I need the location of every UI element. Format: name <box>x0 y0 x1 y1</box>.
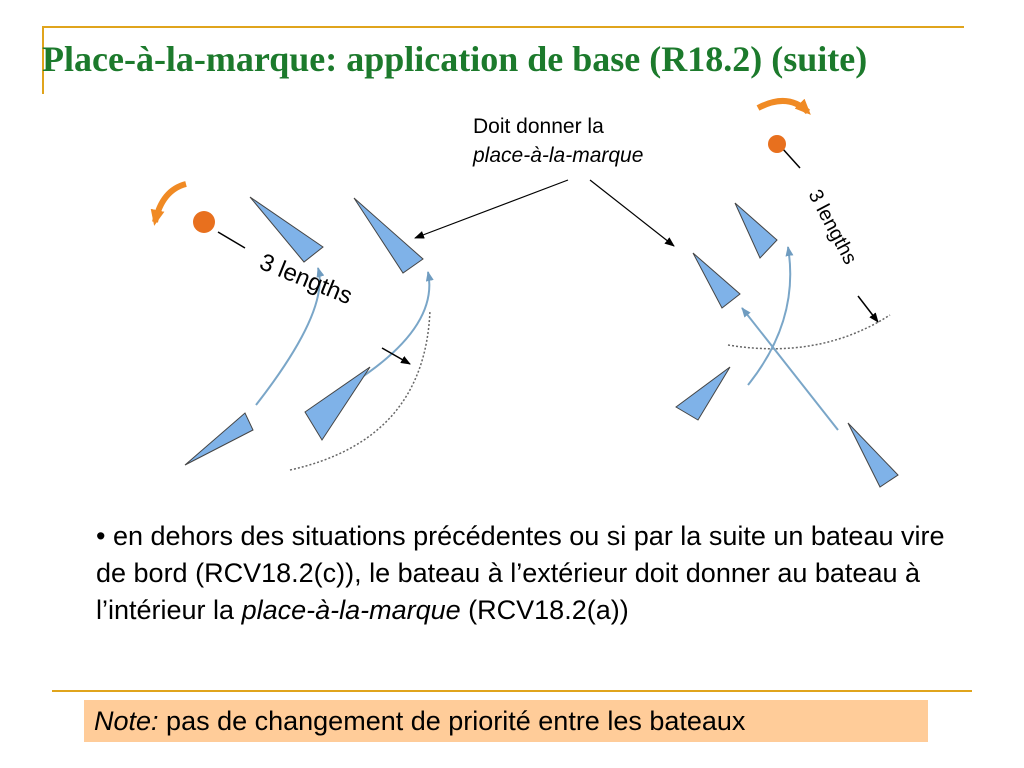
callout-line-1: Doit donner la <box>473 115 604 138</box>
left-rule <box>42 26 44 94</box>
bullet-start: • en dehors des situations précédentes o… <box>96 521 945 625</box>
top-rule <box>42 26 964 28</box>
bullet-italic: place-à-la-marque <box>241 595 461 625</box>
boat-icon <box>692 252 741 309</box>
note-text: pas de changement de priorité entre les … <box>158 706 746 736</box>
boat-icon <box>304 366 371 441</box>
mark-buoy-icon <box>193 211 215 233</box>
boat-icon <box>675 366 731 421</box>
boat-icon <box>249 196 324 263</box>
zone-arc <box>289 309 431 471</box>
callout-pointer <box>414 179 569 239</box>
zone-arc <box>727 314 891 350</box>
boat-track <box>741 307 839 431</box>
boat-track <box>747 246 794 386</box>
boat-icon <box>353 197 424 274</box>
boat-icon <box>847 422 899 488</box>
callout-pointer <box>589 179 675 247</box>
bullet-end: (RCV18.2(a)) <box>460 595 629 625</box>
boat-icon <box>734 202 778 259</box>
mark-line <box>217 231 246 249</box>
bottom-rule <box>52 690 972 692</box>
boat-track <box>344 271 434 389</box>
boat-track <box>255 267 325 406</box>
rule-diagram: 3 lengths 3 lengths Doit donner la place… <box>150 98 899 488</box>
page-title: Place-à-la-marque: application de base (… <box>42 39 868 79</box>
mark-line <box>781 147 801 169</box>
callout-line-2: place-à-la-marque <box>472 144 643 167</box>
note-label: Note: <box>94 706 159 736</box>
boat-icon <box>184 412 254 466</box>
bullet-text: • en dehors des situations précédentes o… <box>96 518 976 629</box>
rotation-arrow-icon <box>150 181 187 226</box>
zone-arrow <box>857 295 879 323</box>
distance-label: 3 lengths <box>804 186 862 268</box>
mark-buoy-icon <box>768 135 786 153</box>
note-box: Note: pas de changement de priorité entr… <box>84 700 928 742</box>
zone-arrow <box>381 347 411 365</box>
rotation-arrow-icon <box>756 98 811 115</box>
